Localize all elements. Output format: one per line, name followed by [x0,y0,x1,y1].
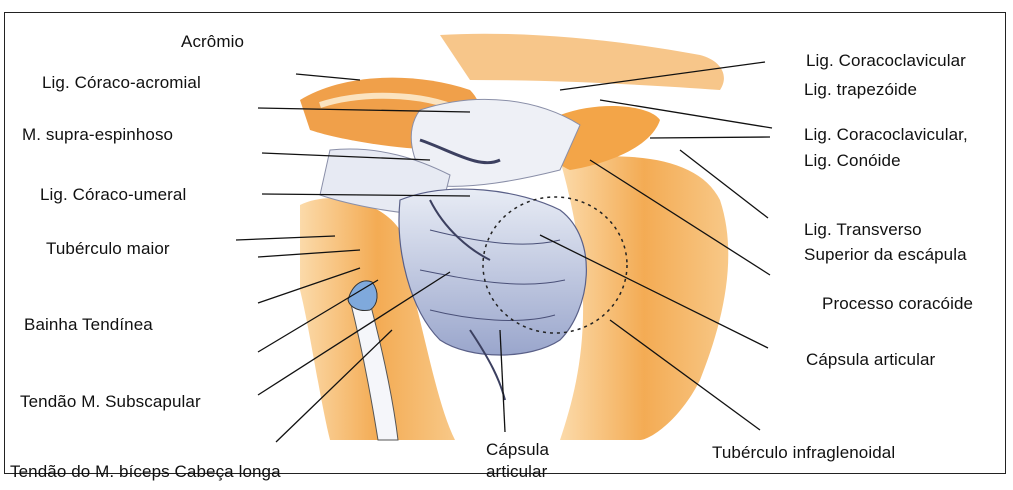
clavicle [440,34,724,90]
label-acromio: Acrômio [181,32,244,52]
label-tuberculo-maior: Tubérculo maior [46,239,170,259]
label-tendao-subscapular: Tendão M. Subscapular [20,392,201,412]
label-conoide: Lig. Conóide [804,151,901,171]
label-capsula-articular-right: Cápsula articular [806,350,935,370]
label-trapezoide: Lig. trapezóide [804,80,917,100]
label-transverso-line1: Lig. Transverso [804,220,922,240]
label-coracoclavicular-2: Lig. Coracoclavicular, [804,125,968,145]
label-supra-espinhoso: M. supra-espinhoso [22,125,173,145]
label-transverso-line2: Superior da escápula [804,245,967,265]
label-tendao-biceps: Tendão do M. bíceps Cabeça longa [10,462,281,482]
label-tuberculo-infraglenoidal: Tubérculo infraglenoidal [712,443,895,463]
label-coraco-umeral: Lig. Córaco-umeral [40,185,186,205]
label-coraco-acromial: Lig. Córaco-acromial [42,73,201,93]
label-processo-coracoide: Processo coracóide [822,294,973,314]
scapula [560,156,728,440]
label-capsula-bottom-line1: Cápsula [486,440,546,460]
joint-capsule [399,189,586,355]
label-capsula-bottom-line2: articular [486,462,546,482]
label-coracoclavicular-1: Lig. Coracoclavicular [806,51,966,71]
label-bainha-tendinea: Bainha Tendínea [24,315,153,335]
